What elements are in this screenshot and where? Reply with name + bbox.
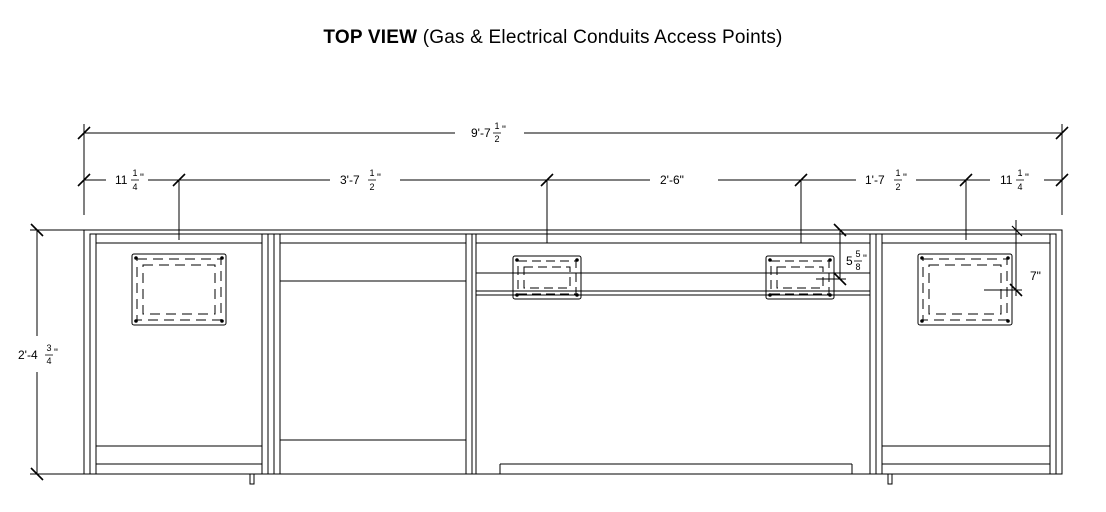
dim-seg2-den: 2 [369,182,374,192]
dim-seg3: 2'-6" [660,173,684,187]
dim-depth-whole: 2'-4 [18,348,38,362]
dim-offset-whole: 5 [846,254,853,268]
dim-overall-whole: 9'-7 [471,126,491,140]
dim-seg4-whole: 1'-7 [865,173,885,187]
dim-overall-num: 1 [494,121,499,131]
drawing-title: TOP VIEW (Gas & Electrical Conduits Acce… [0,27,1106,49]
dim-offset-unit: " [863,253,867,265]
dim-overall-unit: " [502,124,506,136]
cabinet-section-center [475,223,877,474]
dim-overall-den: 2 [494,134,499,144]
dim-seg1-den: 4 [132,182,137,192]
dim-seg5-whole: 11 [1000,173,1013,187]
dim-seg1-num: 1 [132,168,137,178]
dim-offset-den: 8 [855,262,860,272]
dim-depth-unit: " [54,347,58,359]
cabinet-section-left [95,234,269,485]
cabinet-outline [83,229,1063,475]
dim-seg5-num: 1 [1017,168,1022,178]
dim-seg2-num: 1 [369,168,374,178]
segment-dimension-line [77,173,1069,243]
title-subtitle: (Gas & Electrical Conduits Access Points… [422,27,783,48]
title-main: TOP VIEW [323,27,418,48]
dim-side: 7" [1030,269,1041,283]
dim-seg4-unit: " [903,172,907,184]
dim-seg4-num: 1 [895,168,900,178]
cabinet-section-right [881,220,1051,485]
dim-offset-num: 5 [855,249,860,259]
overall-dimension-line [77,124,1069,215]
cabinet-section-middle-left [273,234,473,474]
dim-seg5-den: 4 [1017,182,1022,192]
depth-dimension-line [30,223,84,481]
dim-depth-num: 3 [46,343,51,353]
dim-seg5-unit: " [1025,172,1029,184]
dimension-labels: 9'-7 1 2 " 11 1 4 " 3'-7 1 2 " 2'-6" 1'-… [18,121,1041,366]
dim-overall: 9'-7 [471,126,491,140]
dim-seg2-whole: 3'-7 [340,173,360,187]
dim-seg4-den: 2 [895,182,900,192]
dim-seg1-unit: " [140,172,144,184]
dim-seg1-whole: 11 [115,173,128,187]
dim-seg2-unit: " [377,172,381,184]
dim-depth-den: 4 [46,356,51,366]
